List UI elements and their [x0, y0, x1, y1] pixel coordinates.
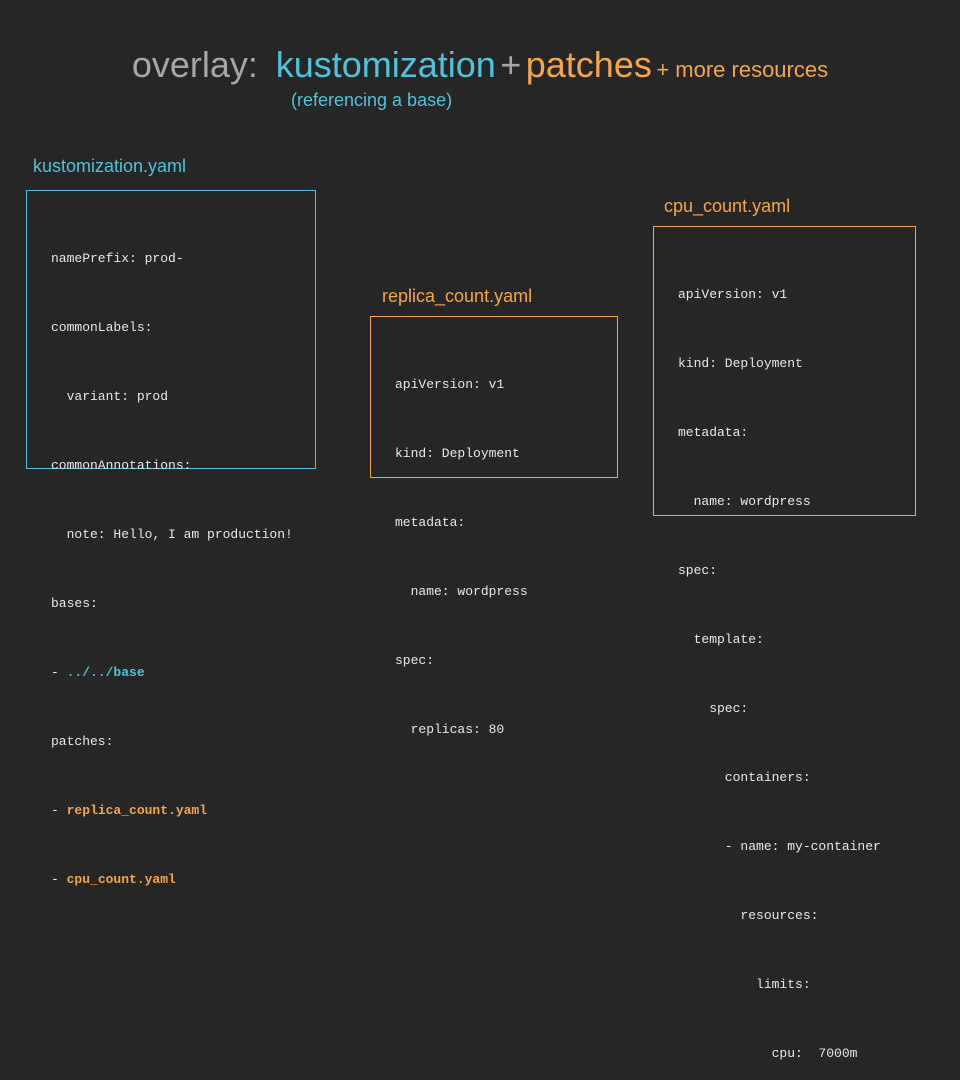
code-line: template:: [678, 632, 764, 647]
list-dash: -: [51, 803, 67, 818]
code-line: note: Hello, I am production!: [51, 527, 293, 542]
code-line: kind: Deployment: [395, 446, 520, 461]
code-line: spec:: [678, 701, 749, 716]
list-dash: -: [51, 872, 67, 887]
title-more-resources: + more resources: [656, 57, 829, 82]
code-line: kind: Deployment: [678, 356, 803, 371]
patch-replica-count: replica_count.yaml: [66, 803, 208, 818]
subtitle: (referencing a base): [291, 90, 453, 110]
kustomization-code: namePrefix: prod- commonLabels: variant:…: [51, 201, 315, 937]
code-line: bases:: [51, 596, 98, 611]
replica-code-box: apiVersion: v1 kind: Deployment metadata…: [370, 316, 618, 737]
code-line: patches:: [51, 734, 114, 749]
replica-code: apiVersion: v1 kind: Deployment metadata…: [395, 327, 617, 787]
kustomization-file-label: kustomization.yaml: [33, 156, 187, 176]
code-line: cpu: 7000m: [678, 1046, 858, 1061]
code-line: apiVersion: v1: [395, 377, 505, 392]
title-overlay: overlay:: [131, 44, 258, 85]
code-line: name: wordpress: [395, 584, 528, 599]
cpu-code-box: apiVersion: v1 kind: Deployment metadata…: [653, 226, 916, 1061]
code-line-base: - ../../base: [51, 661, 315, 684]
title-plus: +: [500, 44, 522, 85]
base-path: ../../base: [66, 665, 145, 680]
code-line: spec:: [678, 563, 718, 578]
code-line: variant: prod: [51, 389, 169, 404]
cpu-file-label: cpu_count.yaml: [664, 196, 791, 216]
code-line: replicas: 80: [395, 722, 505, 737]
code-line: apiVersion: v1: [678, 287, 788, 302]
title-kustomization: kustomization: [275, 44, 496, 85]
code-line: - name: my-container: [678, 839, 881, 854]
code-line: limits:: [678, 977, 811, 992]
code-line: metadata:: [678, 425, 749, 440]
code-line: containers:: [678, 770, 811, 785]
patch-cpu-count: cpu_count.yaml: [66, 872, 176, 887]
code-line: spec:: [395, 653, 435, 668]
code-line: namePrefix: prod-: [51, 251, 184, 266]
code-line: commonAnnotations:: [51, 458, 192, 473]
code-line: commonLabels:: [51, 320, 153, 335]
list-dash: -: [51, 665, 67, 680]
title-patches: patches: [525, 44, 652, 85]
code-line-patch: - replica_count.yaml: [51, 799, 315, 822]
kustomization-code-box: namePrefix: prod- commonLabels: variant:…: [26, 190, 316, 887]
code-line-patch: - cpu_count.yaml: [51, 868, 315, 891]
replica-file-label: replica_count.yaml: [382, 286, 533, 306]
slide-title: overlay: kustomization + patches + more …: [0, 44, 960, 86]
code-line: name: wordpress: [678, 494, 811, 509]
code-line: resources:: [678, 908, 819, 923]
cpu-code: apiVersion: v1 kind: Deployment metadata…: [678, 237, 915, 1080]
code-line: metadata:: [395, 515, 466, 530]
